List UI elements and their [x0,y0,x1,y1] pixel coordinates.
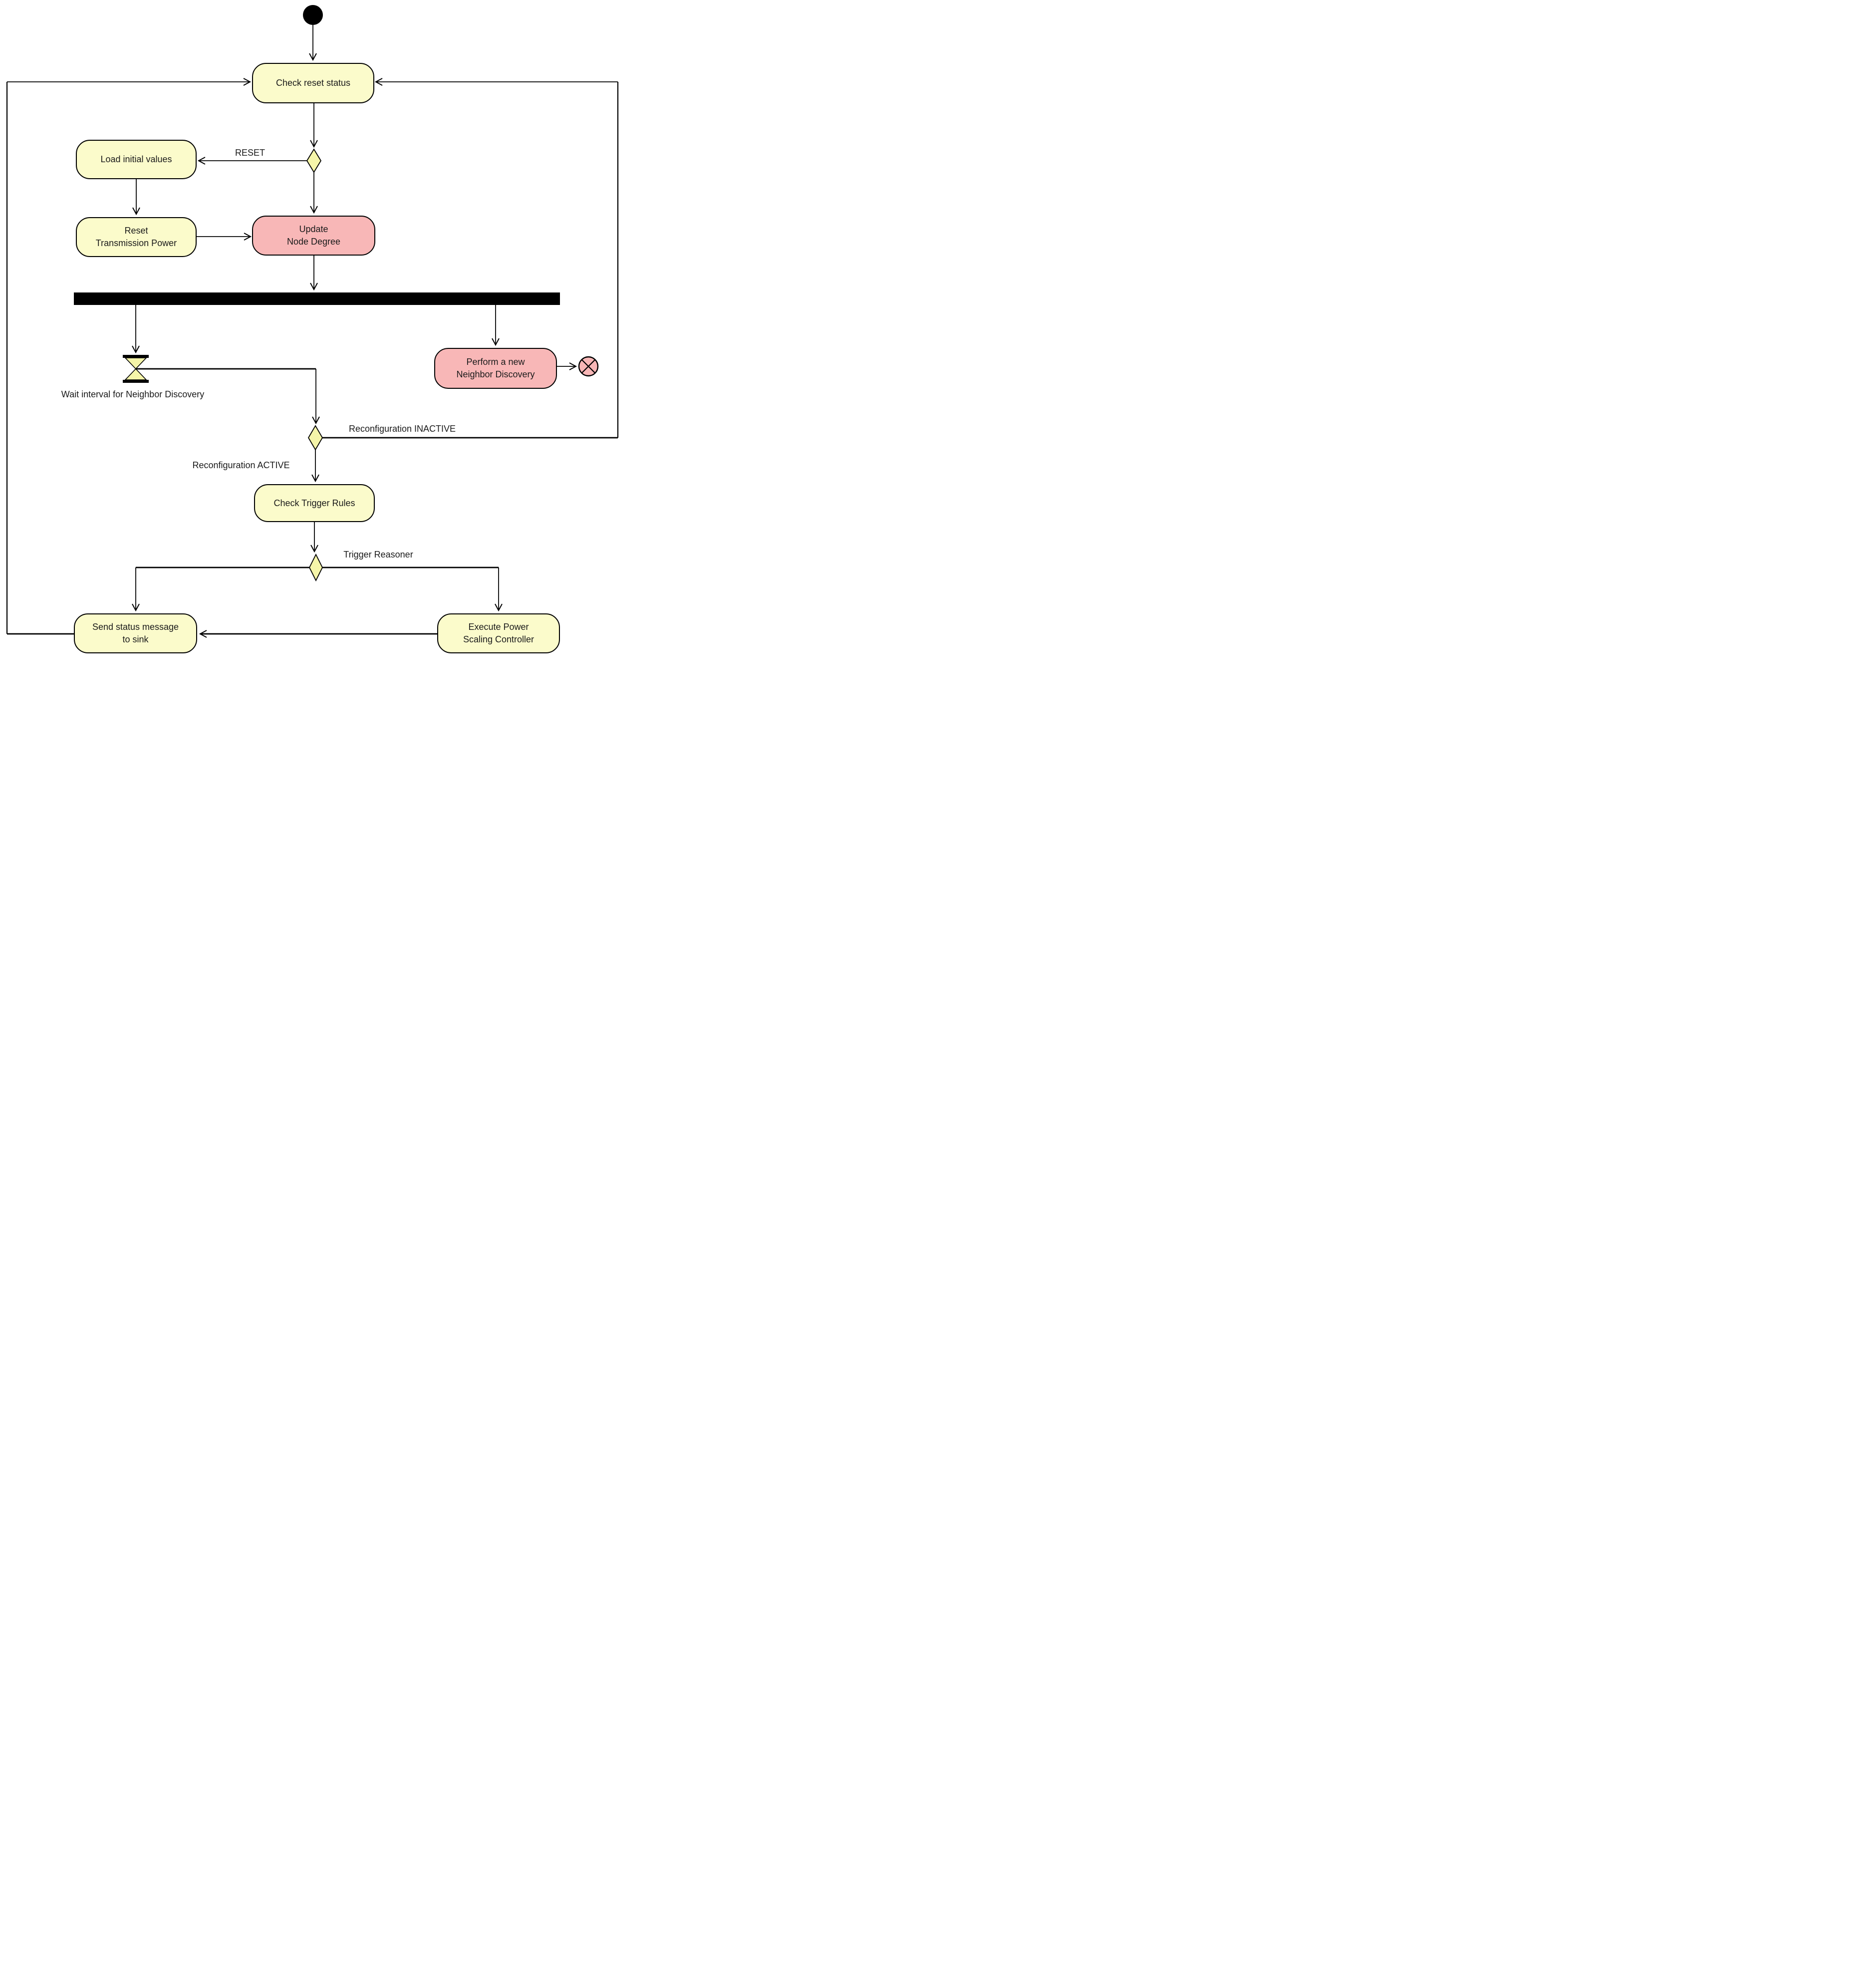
action-node-load-initial-values: Load initial values [76,140,197,179]
action-node-label: Execute Power Scaling Controller [463,622,535,644]
action-node-reset-transmission-power: Reset Transmission Power [76,217,197,257]
edge-label-wait-interval: Wait interval for Neighbor Discovery [61,389,205,399]
action-node-label: Reset Transmission Power [95,226,177,248]
edge-label-reconfiguration-inactive: Reconfiguration INACTIVE [348,424,456,434]
action-node-label: Update Node Degree [286,224,341,247]
edge-label-reset: RESET [235,148,266,158]
decision-diamond-reconfiguration [307,425,323,451]
initial-node-icon [303,5,323,25]
edge-label-trigger-reasoner: Trigger Reasoner [343,550,413,560]
decision-diamond-reset [306,148,322,173]
action-node-update-node-degree: Update Node Degree [252,216,375,256]
action-node-send-status-message: Send status message to sink [74,613,197,653]
flow-final-icon [578,356,599,377]
action-node-check-reset-status: Check reset status [252,63,374,103]
diagram-connectors-layer [6,5,619,638]
action-node-perform-neighbor-discovery: Perform a new Neighbor Discovery [434,348,557,389]
action-node-execute-power-scaling: Execute Power Scaling Controller [437,613,560,653]
fork-bar [74,292,560,305]
action-node-label: Load initial values [100,154,172,164]
action-node-label: Send status message to sink [92,622,179,644]
wait-timer-icon [123,355,149,383]
action-node-label: Perform a new Neighbor Discovery [456,357,535,379]
action-node-check-trigger-rules: Check Trigger Rules [254,484,375,522]
action-node-label: Check reset status [275,78,351,88]
activity-diagram: Check reset status Load initial values R… [0,0,625,660]
edge-label-reconfiguration-active: Reconfiguration ACTIVE [192,460,290,470]
decision-diamond-trigger-reasoner [308,553,323,582]
action-node-label: Check Trigger Rules [273,498,355,508]
